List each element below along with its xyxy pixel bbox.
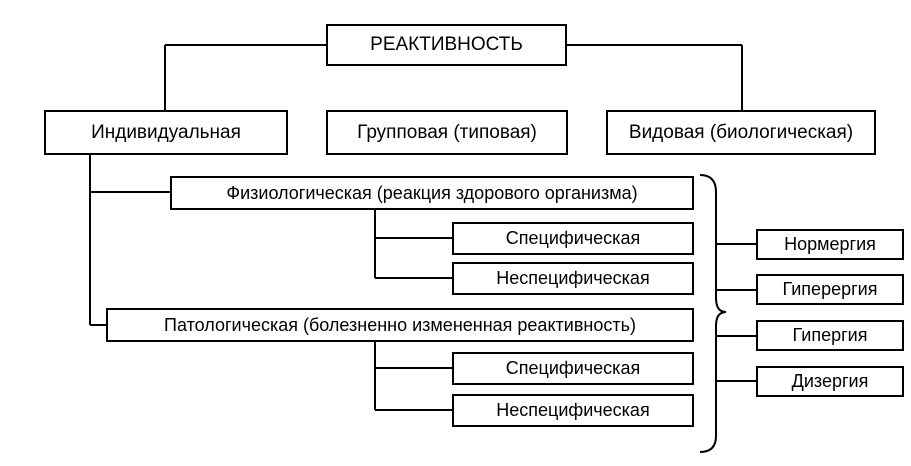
physiological-specific-box: Специфическая xyxy=(452,222,694,255)
normergy-label: Нормергия xyxy=(784,234,876,254)
physiological-label: Физиологическая (реакция здорового орган… xyxy=(226,182,638,203)
species-box: Видовая (биологическая) xyxy=(606,110,876,155)
dysergy-label: Дизергия xyxy=(791,371,869,391)
dysergy-box: Дизергия xyxy=(756,366,904,397)
pathological-nonspecific-label: Неспецифическая xyxy=(496,400,650,420)
group-label: Групповая (типовая) xyxy=(357,121,537,143)
pathological-nonspecific-box: Неспецифическая xyxy=(452,394,694,427)
group-box: Групповая (типовая) xyxy=(326,110,568,155)
hyperergy-box: Гиперергия xyxy=(756,274,904,305)
pathological-box: Патологическая (болезненно измененная ре… xyxy=(106,308,694,342)
normergy-box: Нормергия xyxy=(756,229,904,260)
physiological-box: Физиологическая (реакция здорового орган… xyxy=(170,176,694,210)
root-box: РЕАКТИВНОСТЬ xyxy=(326,24,567,66)
pathological-specific-box: Специфическая xyxy=(452,352,694,385)
hypoergy-box: Гипергия xyxy=(756,320,904,351)
pathological-label: Патологическая (болезненно измененная ре… xyxy=(164,314,636,335)
physiological-specific-label: Специфическая xyxy=(505,228,641,248)
individual-box: Индивидуальная xyxy=(44,110,288,155)
hypoergy-label: Гипергия xyxy=(792,325,868,345)
physiological-nonspecific-label: Неспецифическая xyxy=(496,268,650,288)
species-label: Видовая (биологическая) xyxy=(628,121,854,143)
root-label: РЕАКТИВНОСТЬ xyxy=(370,34,523,55)
hyperergy-label: Гиперергия xyxy=(782,279,878,299)
individual-label: Индивидуальная xyxy=(91,121,241,143)
physiological-nonspecific-box: Неспецифическая xyxy=(452,262,694,295)
pathological-specific-label: Специфическая xyxy=(505,358,641,378)
